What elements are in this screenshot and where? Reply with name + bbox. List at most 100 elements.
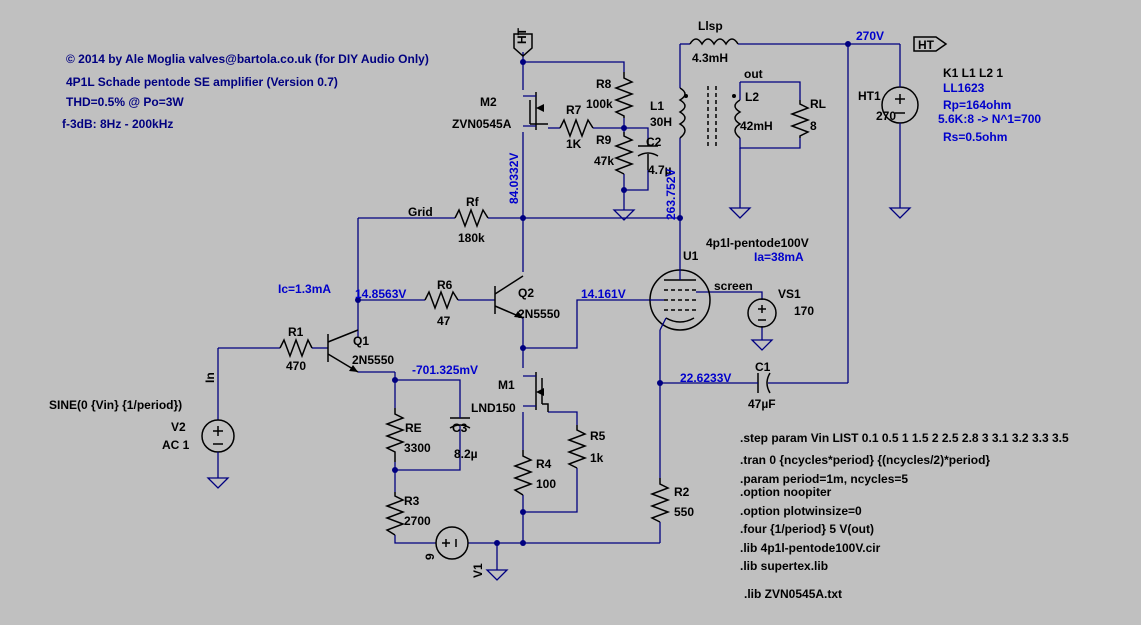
r7-value: 1K (566, 137, 582, 151)
q1-name: Q1 (353, 334, 369, 348)
r6-value: 47 (437, 314, 451, 328)
l1-inductor (678, 87, 686, 139)
c1-capacitor (750, 372, 778, 394)
r3-name: R3 (404, 494, 420, 508)
v2-name: V2 (171, 420, 186, 434)
vs1-value: 170 (794, 304, 814, 318)
ht-flag-label: HT (515, 27, 529, 44)
r8-resistor (613, 72, 635, 118)
m2-mosfet (523, 92, 548, 130)
v14-85-label: 14.8563V (355, 287, 406, 301)
r7-resistor (559, 117, 594, 139)
r1-name: R1 (288, 325, 304, 339)
q2-transistor (494, 275, 524, 319)
directive-step: .step param Vin LIST 0.1 0.5 1 1.5 2 2.5… (740, 431, 1069, 445)
in-label: In (203, 372, 217, 383)
directive-option-plotwinsize: .option plotwinsize=0 (740, 504, 862, 518)
grid-label: Grid (408, 205, 433, 219)
llsp-value: 4.3mH (692, 51, 728, 65)
r4-resistor (512, 450, 534, 496)
c3-value: 8.2µ (454, 447, 478, 461)
l2-value: 42mH (740, 119, 773, 133)
coupling-part: LL1623 (943, 81, 985, 95)
c2-value: 4.7µ (648, 163, 672, 177)
r5-resistor (566, 425, 588, 469)
directive-lib-zvn: .lib ZVN0545A.txt (744, 587, 842, 601)
directive-lib-supertex: .lib supertex.lib (740, 559, 828, 573)
thd-text: THD=0.5% @ Po=3W (66, 95, 184, 109)
re-value: 3300 (404, 441, 431, 455)
m1-mosfet (523, 372, 549, 412)
l2-name: L2 (745, 90, 759, 104)
r9-resistor (613, 132, 635, 175)
directive-tran: .tran 0 {ncycles*period} {(ncycles/2)*pe… (740, 453, 990, 467)
m2-value: ZVN0545A (452, 117, 512, 131)
title-text: 4P1L Schade pentode SE amplifier (Versio… (66, 75, 338, 89)
directive-option-noopiter: .option noopiter (740, 485, 832, 499)
re-resistor (384, 408, 406, 462)
r1-resistor (279, 337, 313, 359)
m1-name: M1 (498, 378, 515, 392)
r2-value: 550 (674, 505, 694, 519)
r1-value: 470 (286, 359, 306, 373)
vs1-source (747, 298, 777, 328)
q2-value: 2N5550 (518, 307, 560, 321)
r3-value: 2700 (404, 514, 431, 528)
ht-flag-right (913, 36, 948, 52)
u1-pentode (649, 268, 711, 331)
v22-label: 22.6233V (680, 371, 731, 385)
q1-value: 2N5550 (352, 353, 394, 367)
c2-capacitor (637, 140, 659, 170)
r4-value: 100 (536, 477, 556, 491)
coupling-rp: Rp=164ohm (943, 98, 1011, 112)
ht-flag-top (513, 33, 533, 58)
r8-name: R8 (596, 77, 612, 91)
ht1-value: 270 (876, 109, 896, 123)
v14-16-label: 14.161V (581, 287, 626, 301)
vneg701-label: -701.325mV (412, 363, 478, 377)
directive-four: .four {1/period} 5 V(out) (740, 522, 874, 536)
v1-source (435, 526, 469, 560)
l1-value: 30H (650, 115, 672, 129)
r5-name: R5 (590, 429, 606, 443)
coupling-ratio: 5.6K:8 -> N^1=700 (938, 112, 1041, 126)
v84-label: 84.0332V (507, 153, 521, 204)
r2-name: R2 (674, 485, 690, 499)
screen-label: screen (714, 279, 753, 293)
v2-source (201, 419, 235, 478)
v1-value: 9 (423, 553, 437, 560)
rl-resistor (789, 100, 811, 138)
c1-name: C1 (755, 360, 771, 374)
bandwidth-text: f-3dB: 8Hz - 200kHz (62, 117, 173, 131)
ht1-source (881, 82, 919, 128)
r6-resistor (424, 289, 459, 311)
u1-value: 4p1l-pentode100V (706, 236, 809, 250)
coupling-rs: Rs=0.5ohm (943, 130, 1007, 144)
rl-value: 8 (810, 119, 817, 133)
ic-label: Ic=1.3mA (278, 282, 331, 296)
rf-resistor (454, 207, 489, 229)
ht1-name: HT1 (858, 89, 881, 103)
transformer-core (707, 86, 717, 146)
copyright-text: © 2014 by Ale Moglia valves@bartola.co.u… (66, 52, 429, 66)
c3-name: C3 (452, 421, 468, 435)
v1-name: V1 (471, 563, 485, 578)
out-label: out (744, 67, 763, 81)
c1-value: 47µF (748, 397, 776, 411)
directive-lib-pentode: .lib 4p1l-pentode100V.cir (740, 541, 881, 555)
r2-resistor (649, 478, 671, 523)
rf-name: Rf (466, 195, 480, 209)
llsp-name: Llsp (698, 19, 723, 33)
c3-capacitor (449, 410, 471, 462)
r3-resistor (384, 492, 406, 536)
r8-value: 100k (586, 97, 613, 111)
r5-value: 1k (590, 451, 604, 465)
r6-name: R6 (437, 278, 453, 292)
m2-name: M2 (480, 95, 497, 109)
r7-name: R7 (566, 103, 582, 117)
rl-name: RL (810, 97, 826, 111)
v2-value: AC 1 (162, 438, 190, 452)
l1-name: L1 (650, 99, 664, 113)
